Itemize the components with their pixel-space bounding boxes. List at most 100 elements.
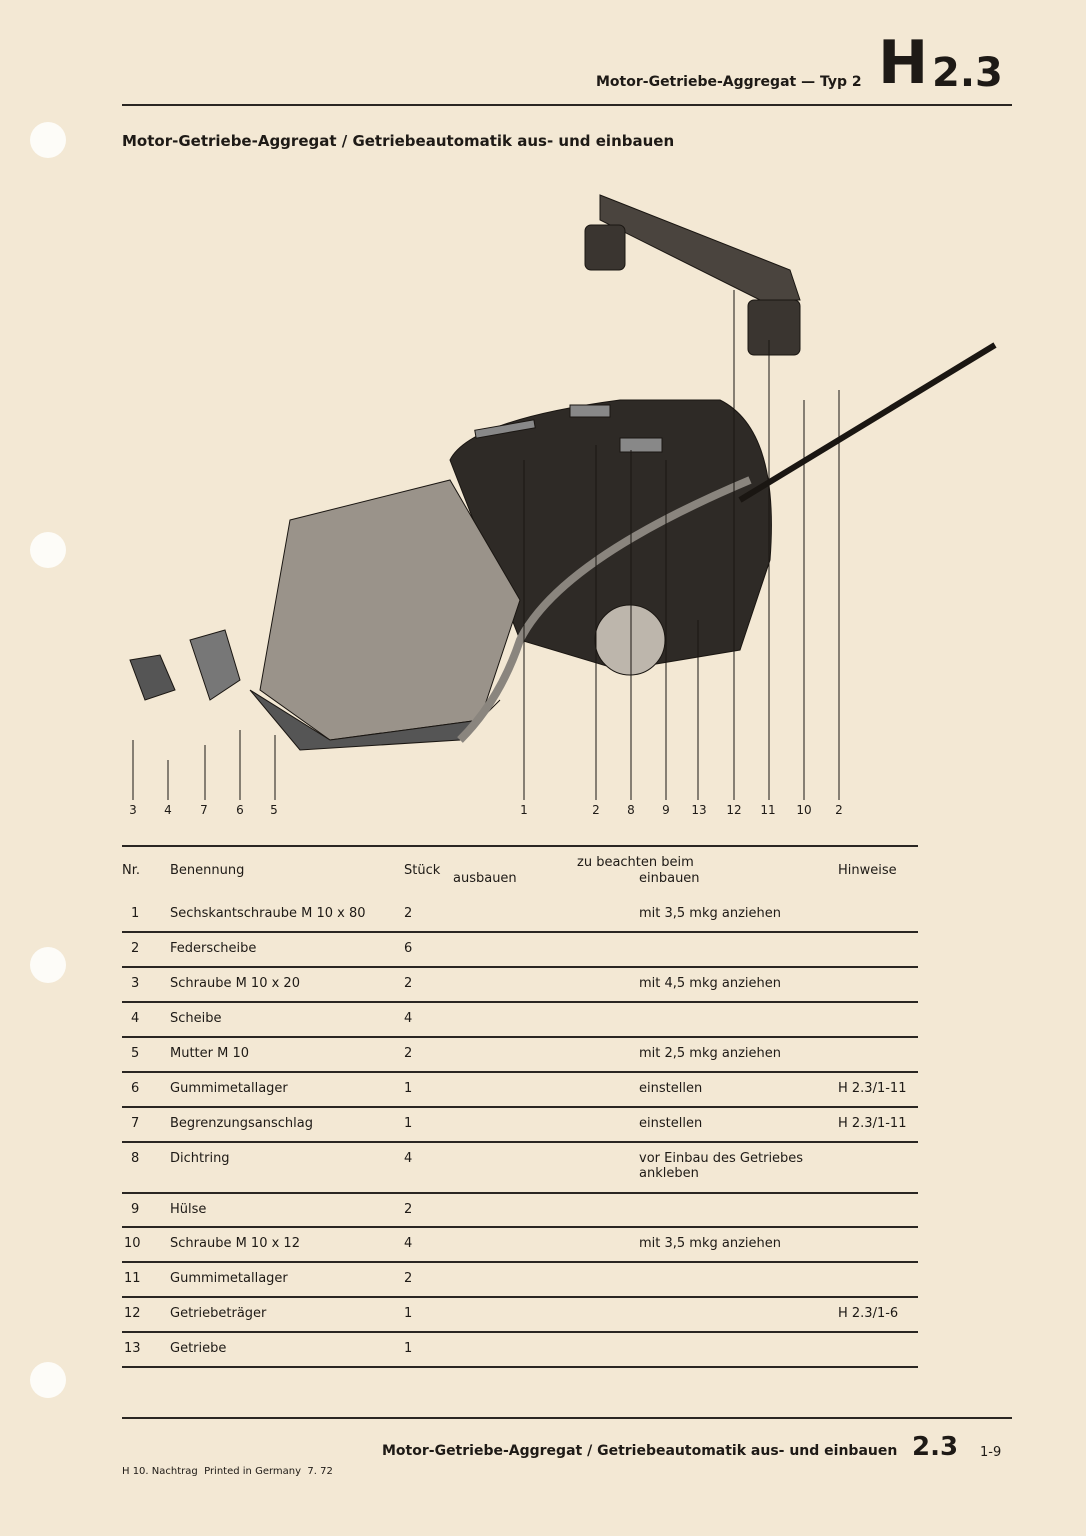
cell-ref: H 2.3/1-11 (838, 1116, 907, 1131)
cell-ref: H 2.3/1-6 (838, 1306, 899, 1321)
cell-install: einstellen (639, 1116, 703, 1131)
header-name: Benennung (170, 863, 245, 878)
header-install: einbauen (639, 871, 700, 886)
cell-install: mit 3,5 mkg anziehen (639, 906, 782, 921)
running-title: Motor-Getriebe-Aggregat — Typ 2 (596, 74, 862, 90)
punch-hole (30, 532, 66, 568)
callout-7: 7 (200, 803, 208, 817)
cell-nr: 13 (124, 1341, 141, 1356)
callout-1: 1 (520, 803, 528, 817)
row-rule (122, 1296, 918, 1298)
cell-nr: 10 (124, 1236, 141, 1251)
section-number: 2.3 (932, 50, 1003, 96)
cell-ref: H 2.3/1-11 (838, 1081, 907, 1096)
callout-2b: 2 (835, 803, 843, 817)
cell-qty: 4 (404, 1011, 413, 1026)
punch-hole (30, 947, 66, 983)
cell-nr: 4 (131, 1011, 140, 1026)
header-nr: Nr. (122, 863, 141, 878)
cell-qty: 1 (404, 1081, 413, 1096)
cell-name: Dichtring (170, 1151, 230, 1166)
header-qty: Stück (404, 863, 441, 878)
cell-qty: 1 (404, 1116, 413, 1131)
callout-6: 6 (236, 803, 244, 817)
row-rule (122, 931, 918, 933)
callout-2: 2 (592, 803, 600, 817)
callout-5: 5 (270, 803, 278, 817)
cell-qty: 4 (404, 1236, 413, 1251)
leader-lines (132, 290, 840, 800)
cell-name: Begrenzungsanschlag (170, 1116, 313, 1131)
cell-install: einstellen (639, 1081, 703, 1096)
cell-name: Gummimetallager (170, 1271, 288, 1286)
cell-nr: 9 (131, 1202, 140, 1217)
cell-qty: 2 (404, 1046, 413, 1061)
cell-name: Schraube M 10 x 20 (170, 976, 300, 991)
footer-rule (122, 1417, 1012, 1419)
row-rule (122, 1192, 918, 1194)
cell-nr: 12 (124, 1306, 141, 1321)
section-letter: H (878, 28, 929, 98)
footer-section: 2.3 (912, 1432, 959, 1462)
row-rule (122, 1366, 918, 1368)
cell-qty: 2 (404, 1202, 413, 1217)
row-rule (122, 966, 918, 968)
cell-name: Mutter M 10 (170, 1046, 250, 1061)
row-rule (122, 1331, 918, 1333)
callout-10: 10 (796, 803, 812, 817)
page-title: Motor-Getriebe-Aggregat / Getriebeautoma… (122, 132, 675, 150)
cell-name: Getriebe (170, 1341, 227, 1356)
cell-install: mit 2,5 mkg anziehen (639, 1046, 782, 1061)
cell-name: Gummimetallager (170, 1081, 288, 1096)
row-rule (122, 1036, 918, 1038)
footer-imprint: H 10. Nachtrag Printed in Germany 7. 72 (122, 1466, 333, 1477)
cell-nr: 5 (131, 1046, 140, 1061)
cell-name: Federscheibe (170, 941, 257, 956)
cell-qty: 6 (404, 941, 413, 956)
footer-page-number: 1-9 (980, 1445, 1002, 1460)
callout-3: 3 (129, 803, 137, 817)
punch-hole (30, 1362, 66, 1398)
cell-name: Sechskantschraube M 10 x 80 (170, 906, 366, 921)
cell-qty: 2 (404, 906, 413, 921)
callout-13: 13 (691, 803, 707, 817)
cell-qty: 1 (404, 1341, 413, 1356)
callout-4: 4 (164, 803, 172, 817)
cell-name: Schraube M 10 x 12 (170, 1236, 300, 1251)
callout-12: 12 (726, 803, 742, 817)
cell-install: mit 4,5 mkg anziehen (639, 976, 782, 991)
row-rule (122, 1001, 918, 1003)
header-remove: ausbauen (453, 871, 517, 886)
row-rule (122, 1141, 918, 1143)
header-ref: Hinweise (838, 863, 897, 878)
callout-8: 8 (627, 803, 635, 817)
header-note-group: zu beachten beim (577, 855, 694, 870)
cell-name: Scheibe (170, 1011, 222, 1026)
cell-nr: 2 (131, 941, 140, 956)
cell-nr: 1 (131, 906, 140, 921)
cell-install: mit 3,5 mkg anziehen (639, 1236, 782, 1251)
table-rule (122, 845, 918, 847)
cell-nr: 8 (131, 1151, 140, 1166)
cell-qty: 4 (404, 1151, 413, 1166)
cell-nr: 11 (124, 1271, 141, 1286)
callout-9: 9 (662, 803, 670, 817)
row-rule (122, 1071, 918, 1073)
header-rule (122, 104, 1012, 106)
cell-install-cont: ankleben (639, 1166, 699, 1181)
row-rule (122, 1226, 918, 1228)
punch-hole (30, 122, 66, 158)
callout-11: 11 (760, 803, 776, 817)
cell-name: Hülse (170, 1202, 207, 1217)
exploded-diagram (129, 194, 997, 800)
row-rule (122, 1106, 918, 1108)
row-rule (122, 1261, 918, 1263)
cell-nr: 6 (131, 1081, 140, 1096)
cell-qty: 1 (404, 1306, 413, 1321)
cell-nr: 3 (131, 976, 140, 991)
cell-qty: 2 (404, 1271, 413, 1286)
cell-nr: 7 (131, 1116, 140, 1131)
cell-install: vor Einbau des Getriebes (639, 1151, 804, 1166)
cell-name: Getriebeträger (170, 1306, 267, 1321)
footer-title: Motor-Getriebe-Aggregat / Getriebeautoma… (382, 1443, 898, 1459)
